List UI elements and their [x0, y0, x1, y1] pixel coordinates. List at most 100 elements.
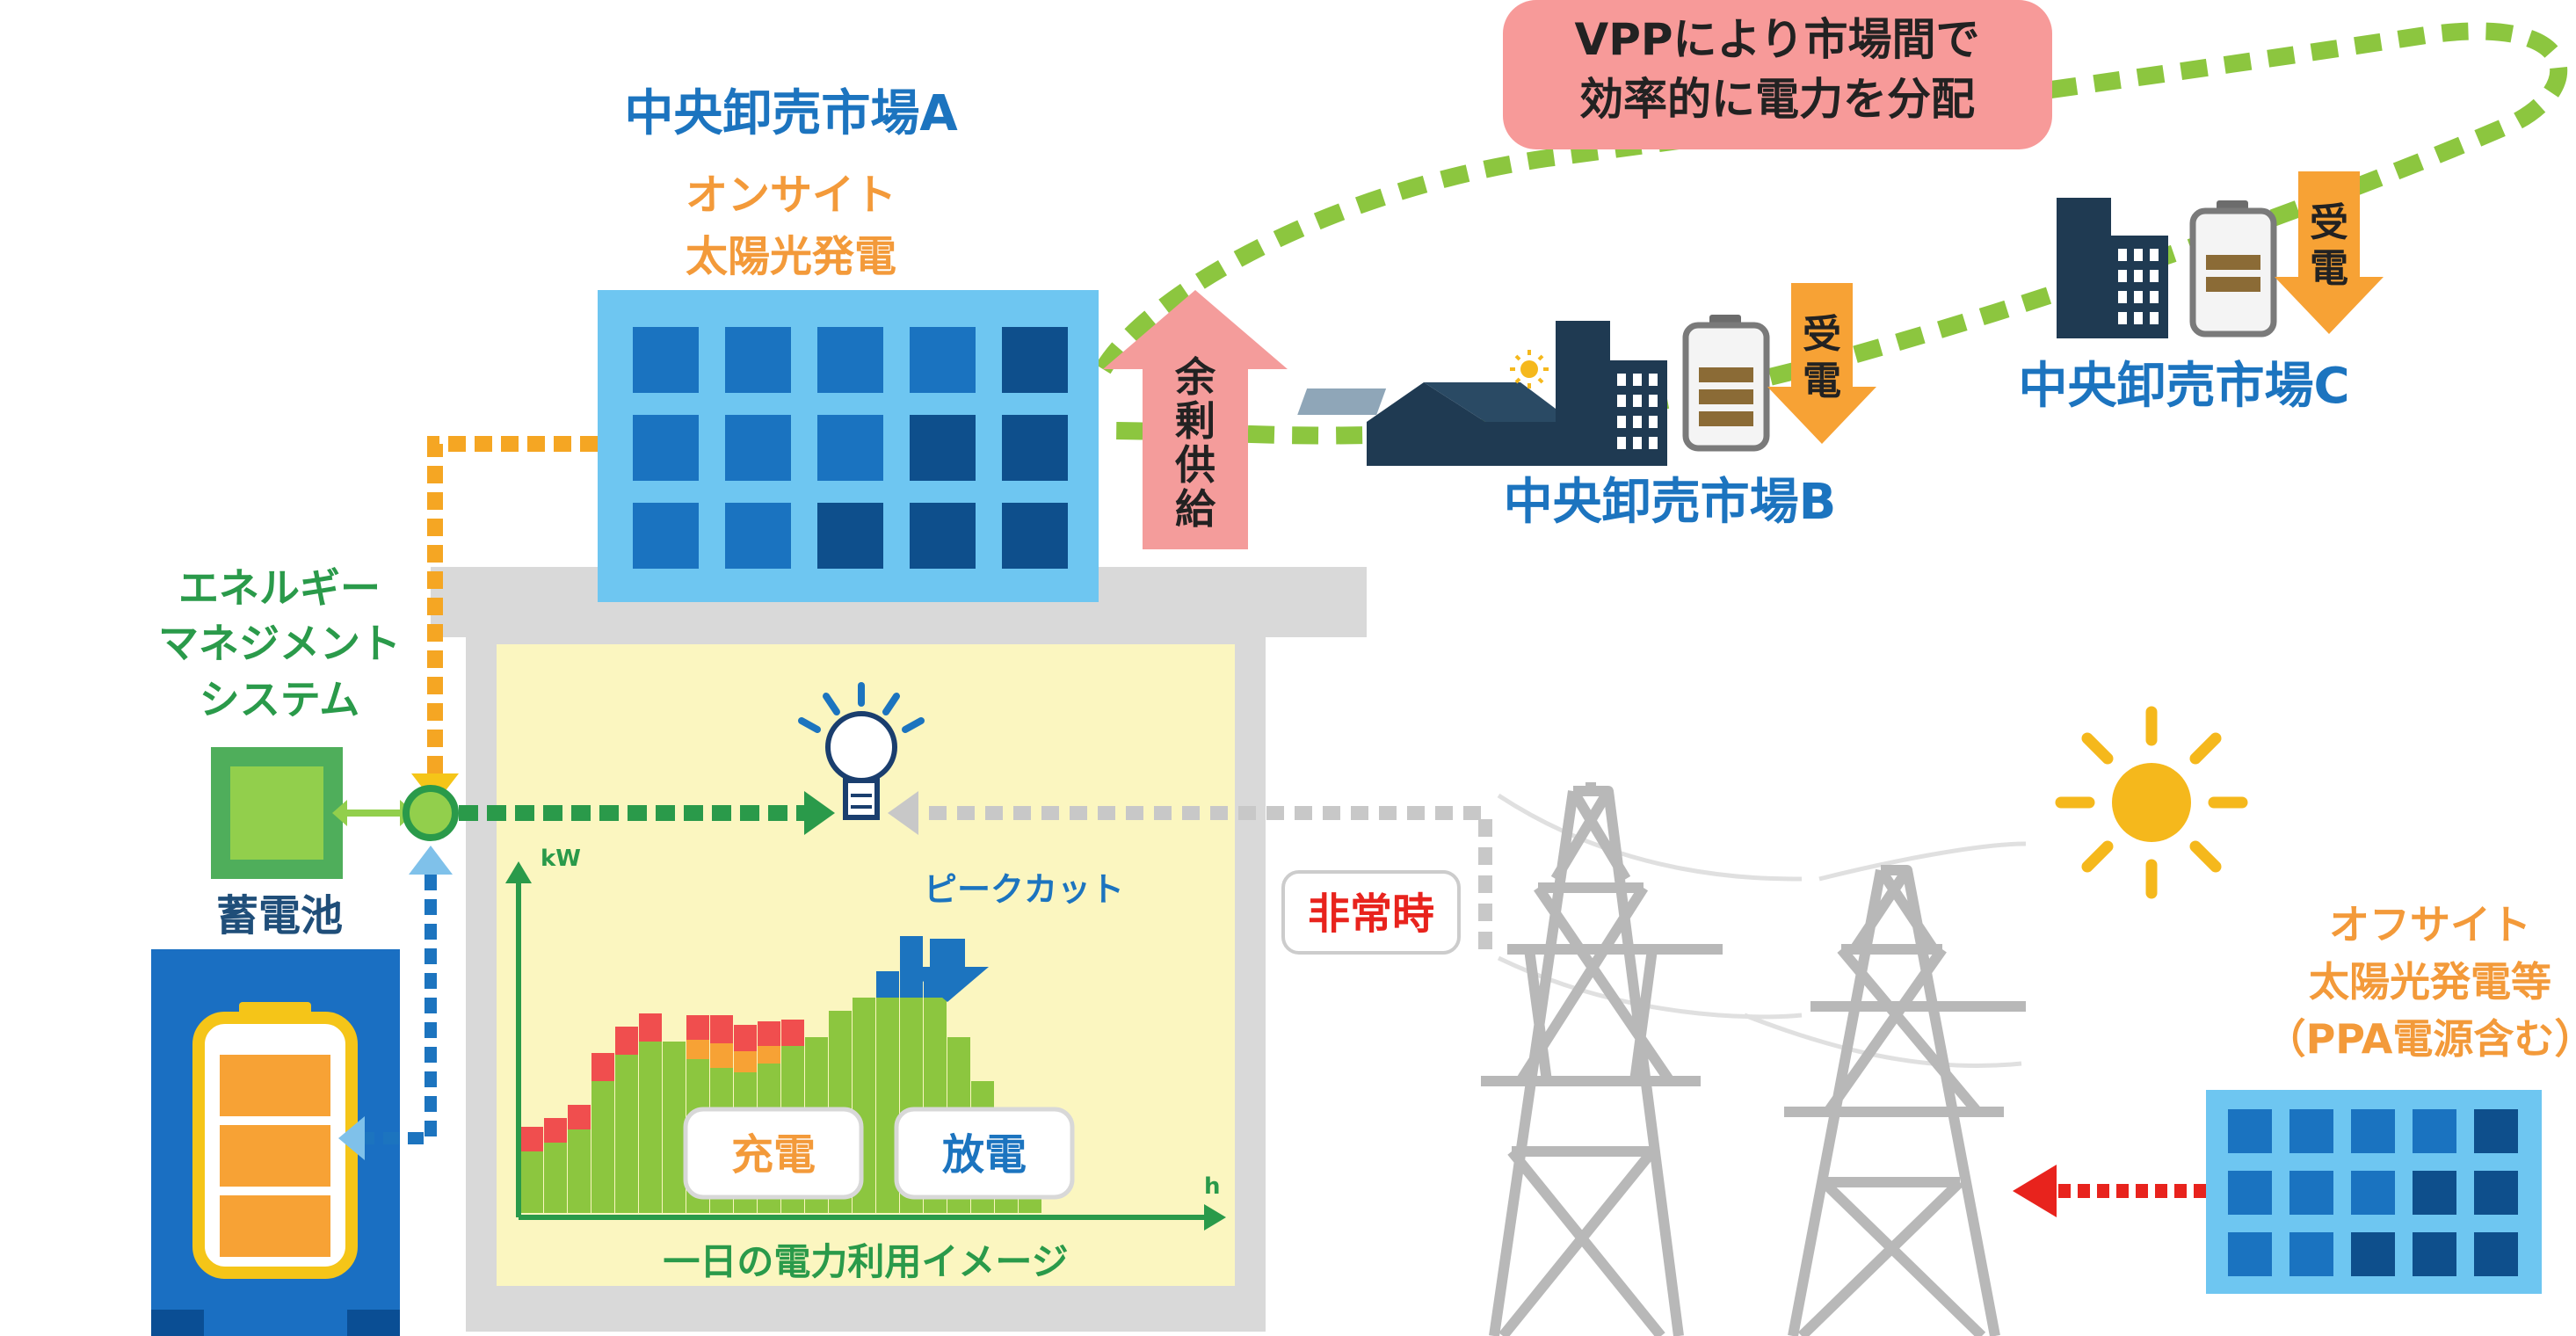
charge-segment: [568, 1105, 591, 1129]
light-bulb-icon: [798, 682, 925, 820]
solar-cell: [2289, 1171, 2333, 1215]
onsite-solar-line1: オンサイト: [686, 171, 896, 220]
surplus-supply-arrow: 余 剰 供 給: [1103, 290, 1288, 549]
vpp-bubble: VPPにより市場間で 効率的に電力を分配: [1503, 0, 2052, 149]
window: [2118, 249, 2127, 261]
battery-label: 蓄電池: [216, 891, 343, 940]
charge-segment: [734, 1025, 757, 1051]
chart-y-unit: kW: [541, 846, 581, 872]
office-building-b-icon: [1556, 321, 1667, 466]
window: [1617, 374, 1626, 386]
office-building-c-icon: [2057, 198, 2168, 338]
window: [2134, 249, 2143, 261]
charge-segment: [615, 1027, 638, 1055]
solar-cell: [1002, 503, 1068, 569]
onsite-solar-line2: 太陽光発電: [686, 232, 896, 281]
discharge-label: 放電: [894, 1107, 1075, 1200]
sun-icon: [2055, 706, 2248, 899]
battery-arrowhead: [338, 1116, 365, 1160]
power-node: [403, 785, 459, 841]
solar-cell: [1002, 415, 1068, 481]
solar-cell: [2474, 1109, 2518, 1153]
offsite-line1: オフサイト: [2329, 901, 2531, 948]
window: [1617, 416, 1626, 428]
ems-box: [211, 747, 343, 879]
solar-cell: [725, 415, 791, 481]
charge-segment: [758, 1021, 780, 1046]
small-sun-icon: [1510, 350, 1549, 388]
solar-cell: [2474, 1232, 2518, 1276]
window: [1649, 395, 1658, 407]
svg-text:電: 電: [2310, 246, 2348, 291]
svg-text:放電: 放電: [942, 1130, 1027, 1180]
charge-segment: [781, 1020, 804, 1046]
window: [2118, 270, 2127, 282]
ems-line3: システム: [200, 676, 360, 723]
charge-segment: [734, 1051, 757, 1072]
solar-cell: [817, 503, 883, 569]
solar-cell: [817, 327, 883, 393]
solar-cell: [910, 327, 976, 393]
solar-cell: [2351, 1232, 2395, 1276]
charge-segment: [639, 1013, 662, 1042]
usage-bar: [568, 1129, 591, 1213]
window: [1633, 374, 1642, 386]
emergency-label: 非常時: [1281, 870, 1461, 955]
window: [1633, 437, 1642, 449]
solar-cell: [633, 415, 699, 481]
svg-text:受: 受: [2310, 200, 2348, 245]
solar-cell: [2289, 1232, 2333, 1276]
solar-cell: [633, 503, 699, 569]
node-to-battery-line: [365, 875, 437, 1144]
charge-segment: [710, 1015, 733, 1043]
tower-2: [1784, 865, 2026, 1336]
svg-text:受: 受: [1803, 312, 1841, 357]
peak-cut-segment: [876, 971, 899, 998]
window: [1633, 395, 1642, 407]
usage-bar: [520, 1151, 543, 1213]
ems-line1: エネルギー: [178, 564, 381, 612]
solar-cell: [2228, 1109, 2272, 1153]
solar-cell: [725, 327, 791, 393]
charge-segment: [591, 1053, 614, 1081]
usage-bar: [591, 1081, 614, 1213]
market-a-label: 中央卸売市場A: [624, 85, 958, 142]
peak-cut-label: ピークカット: [924, 870, 1124, 909]
charge-segment: [520, 1127, 543, 1151]
market-b-group: 受 電 中央卸売市場B: [1297, 283, 1876, 531]
usage-bar: [663, 1042, 686, 1213]
vpp-title-line2: 効率的に電力を分配: [1579, 74, 1975, 125]
offsite-line3: （PPA電源含む）: [2266, 1015, 2576, 1063]
usage-bar: [544, 1143, 567, 1213]
svg-text:充電: 充電: [731, 1130, 816, 1180]
window: [1617, 395, 1626, 407]
tower-1: [1481, 786, 1723, 1336]
solar-cell: [817, 415, 883, 481]
market-c-group: 受 電 中央卸売市場C: [2018, 171, 2384, 415]
solar-cell: [1002, 327, 1068, 393]
svg-text:電: 電: [1803, 359, 1841, 403]
window: [2150, 312, 2159, 324]
window: [2118, 291, 2127, 303]
charge-label: 充電: [683, 1107, 864, 1200]
battery-b-icon: [1682, 315, 1770, 452]
surplus-char-4: 給: [1175, 485, 1216, 533]
transmission-towers: [1481, 782, 2027, 1336]
chart-x-unit: h: [1204, 1173, 1221, 1200]
window: [2150, 249, 2159, 261]
surplus-char-3: 供: [1175, 441, 1215, 489]
charge-segment: [710, 1043, 733, 1068]
market-c-label: 中央卸売市場C: [2018, 358, 2349, 415]
offsite-line2: 太陽光発電等: [2309, 958, 2551, 1006]
charge-segment: [686, 1015, 709, 1040]
solar-cell: [2474, 1171, 2518, 1215]
svg-text:非常時: 非常時: [1308, 889, 1434, 939]
chart-title: 一日の電力利用イメージ: [663, 1240, 1068, 1283]
solar-cell: [910, 415, 976, 481]
vpp-title-line1: VPPにより市場間で: [1575, 14, 1980, 65]
usage-bar: [639, 1042, 662, 1213]
window: [1633, 416, 1642, 428]
solar-cell: [2228, 1171, 2272, 1215]
solar-cell: [725, 503, 791, 569]
